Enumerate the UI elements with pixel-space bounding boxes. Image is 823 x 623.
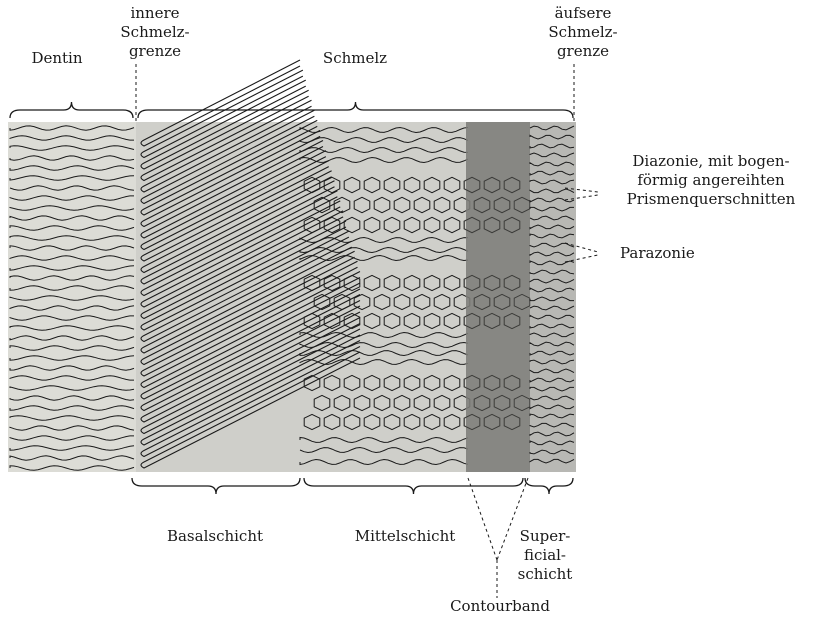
label-outer-boundary: äufsere Schmelz- grenze [538,4,628,61]
label-mittelschicht: Mittelschicht [340,527,470,546]
label-superficial: Super- ficial- schicht [510,527,580,584]
brace [132,478,300,494]
label-basalschicht: Basalschicht [150,527,280,546]
leader-contour-1 [468,478,497,560]
brace [10,102,133,118]
label-parazonie: Parazonie [620,244,695,263]
label-outer-boundary-line: Schmelz- [538,23,628,42]
label-diazonie-line: förmig angereihten [600,171,822,190]
label-superficial-line: Super- [510,527,580,546]
label-contourband: Contourband [425,597,575,616]
contour-band-fill [466,122,530,472]
label-inner-boundary-line: grenze [110,42,200,61]
label-outer-boundary-line: grenze [538,42,628,61]
brace [304,478,523,494]
label-diazonie: Diazonie, mit bogen- förmig angereihten … [600,152,822,209]
brace [525,478,573,494]
dentin-area [8,122,136,472]
label-dentin: Dentin [22,49,92,68]
contour-band [464,122,530,472]
label-inner-boundary: innere Schmelz- grenze [110,4,200,61]
label-superficial-line: ficial- [510,546,580,565]
label-diazonie-line: Prismenquerschnitten [600,190,822,209]
label-outer-boundary-line: äufsere [538,4,628,23]
label-diazonie-line: Diazonie, mit bogen- [600,152,822,171]
label-inner-boundary-line: Schmelz- [110,23,200,42]
label-inner-boundary-line: innere [110,4,200,23]
label-superficial-line: schicht [510,565,580,584]
label-schmelz: Schmelz [310,49,400,68]
